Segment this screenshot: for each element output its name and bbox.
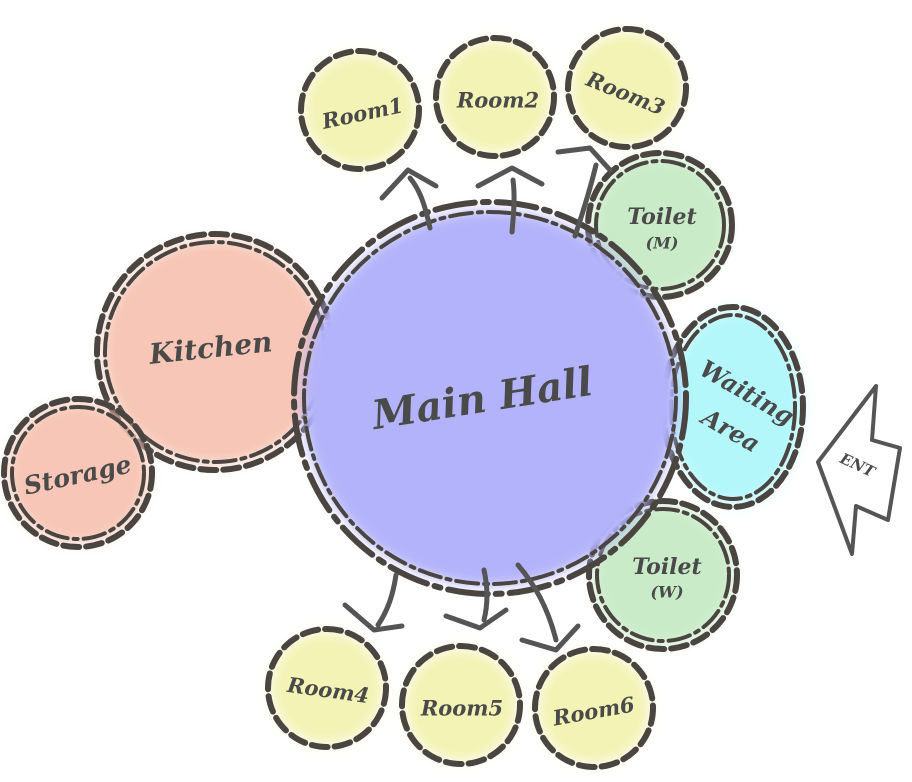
storage-bubble: [1, 396, 155, 550]
arrow-to-room6: [515, 562, 581, 653]
arrow-to-room2: [475, 165, 545, 235]
toilet-m-label: Toilet: [627, 204, 696, 230]
arrow-to-room5: [443, 567, 509, 631]
arrow-to-room1: [379, 167, 439, 231]
room6-bubble: [532, 646, 656, 770]
toilet-w-label: Toilet: [632, 554, 701, 580]
room2-bubble: [433, 35, 557, 159]
room2-label: Room2: [456, 88, 539, 113]
arrow-to-room3: [555, 145, 613, 239]
room5-label: Room5: [420, 696, 503, 721]
room4-bubble: [265, 626, 389, 750]
room5-bubble: [399, 643, 523, 767]
toilet-m-sublabel: (M): [646, 234, 679, 253]
entry-arrow: [816, 384, 902, 556]
room3-bubble: [565, 26, 689, 150]
main-hall-bubble: [291, 199, 689, 597]
toilet-w-sublabel: (W): [650, 583, 683, 602]
waiting-area-bubble: [660, 304, 806, 510]
arrow-to-room4: [342, 572, 405, 633]
room1-bubble: [298, 48, 422, 172]
